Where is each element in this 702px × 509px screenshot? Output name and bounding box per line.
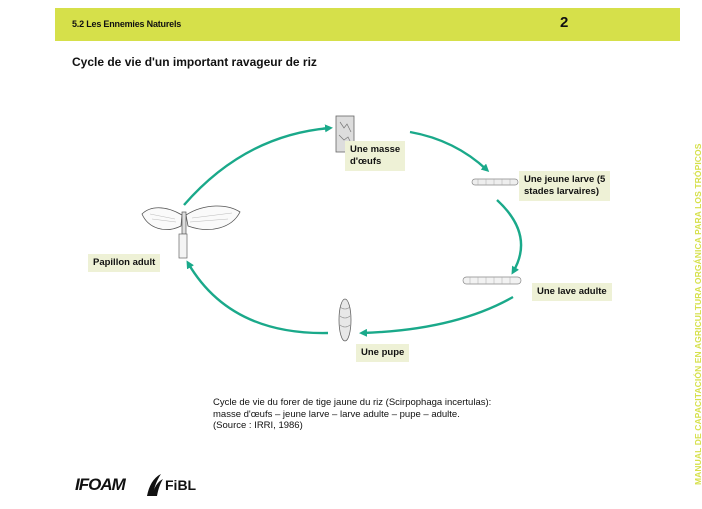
fibl-logo-text: FiBL — [165, 477, 197, 493]
arrow-eggs-to-young-larva — [409, 130, 490, 173]
fibl-mark-icon — [147, 474, 163, 496]
arrow-adult-larva-to-pupa — [359, 295, 514, 337]
ifoam-logo: IFOAM — [75, 475, 126, 494]
pupa-icon — [338, 298, 352, 342]
moth-icon — [141, 205, 241, 259]
caption-line-2: masse d'œufs – jeune larve – larve adult… — [213, 408, 460, 420]
arrow-adult-to-eggs — [183, 124, 333, 206]
arrow-pupa-to-adult — [186, 260, 329, 335]
header-bar — [55, 8, 680, 41]
caption-line-1: Cycle de vie du forer de tige jaune du r… — [213, 397, 492, 408]
label-egg-mass: Une masse d'œufs — [345, 141, 406, 171]
young-larva-icon — [471, 178, 519, 186]
caption-line-3: (Source : IRRI, 1986) — [213, 420, 303, 431]
figure-caption: Cycle de vie du forer de tige jaune du r… — [213, 397, 593, 432]
label-pupa: Une pupe — [356, 344, 410, 362]
page-number: 2 — [560, 14, 569, 31]
label-adult-moth: Papillon adult — [88, 254, 161, 272]
arrow-young-larva-to-adult-larva — [496, 199, 523, 275]
section-title: 5.2 Les Ennemies Naturels — [72, 19, 182, 29]
label-egg-mass-line1: Une masse — [350, 144, 401, 155]
label-young-larva: Une jeune larve (5 stades larvaires) — [519, 171, 611, 201]
adult-larva-icon — [462, 276, 522, 285]
page-title: Cycle de vie d'un important ravageur de … — [72, 55, 317, 69]
label-adult-larva: Une lave adulte — [532, 283, 612, 301]
fibl-logo: FiBL — [143, 472, 213, 498]
label-egg-mass-line2: d'œufs — [350, 156, 382, 167]
label-young-larva-line1: Une jeune larve (5 — [524, 174, 606, 185]
label-young-larva-line2: stades larvaires) — [524, 186, 599, 197]
